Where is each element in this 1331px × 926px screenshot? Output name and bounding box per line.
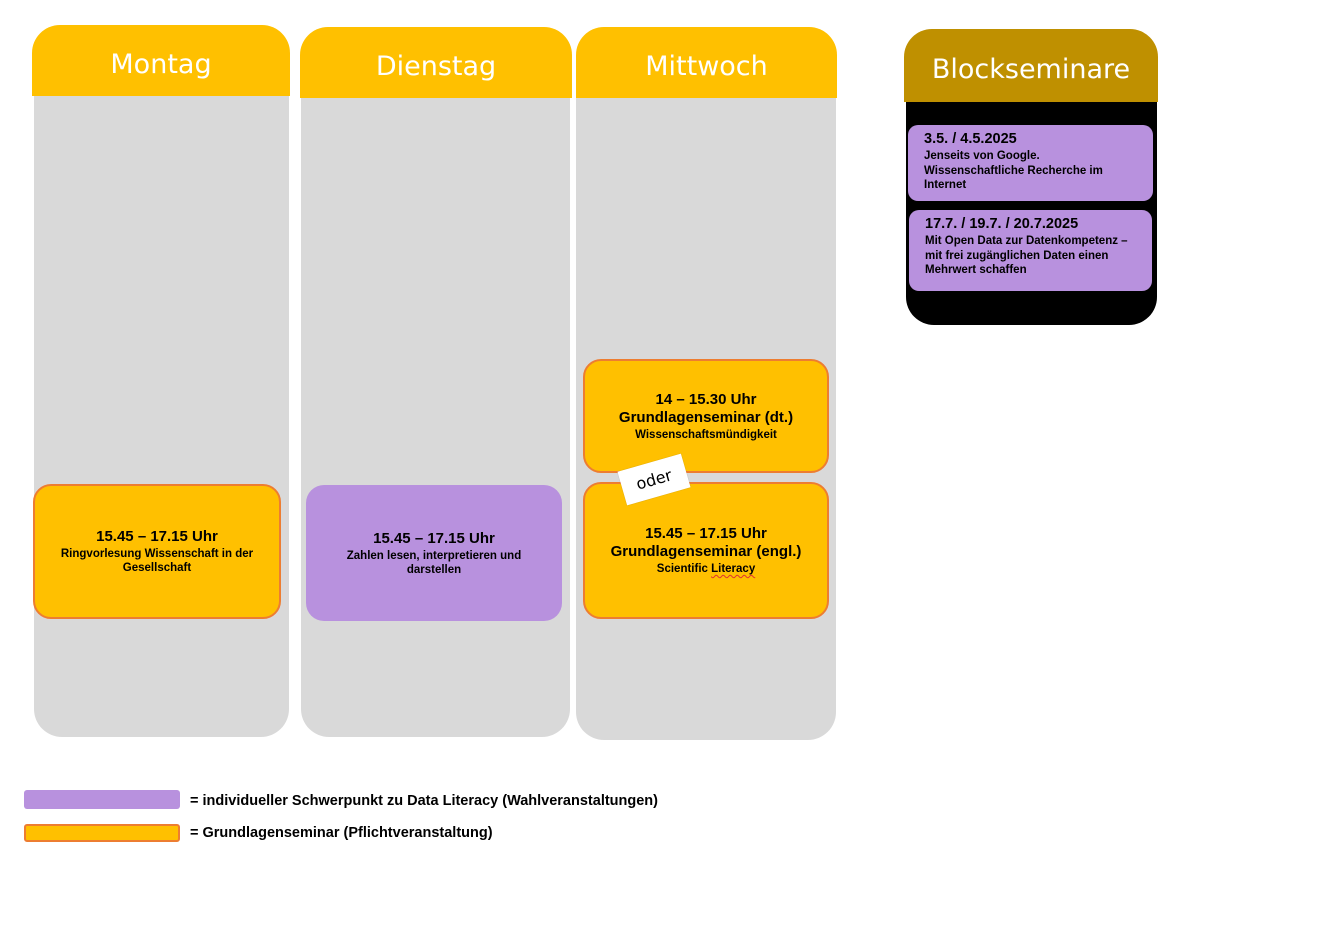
block-seminar-date: 3.5. / 4.5.2025	[924, 131, 1017, 147]
block-seminar-date: 17.7. / 19.7. / 20.7.2025	[925, 216, 1079, 232]
monday-label: Montag	[110, 49, 212, 80]
event-wednesday-grundlagen-dt[interactable]: 14 – 15.30 Uhr Grundlagenseminar (dt.) W…	[583, 359, 829, 473]
block-seminar-card-1[interactable]: 3.5. / 4.5.2025 Jenseits von Google. Wis…	[908, 125, 1153, 201]
event-subtitle-b: Literacy	[711, 563, 756, 575]
tuesday-column	[301, 60, 570, 737]
event-subtitle: Wissenschaftsmündigkeit	[635, 428, 777, 441]
legend-text-purple: = individueller Schwerpunkt zu Data Lite…	[190, 793, 658, 809]
tuesday-label: Dienstag	[375, 51, 497, 82]
event-time: 14 – 15.30 Uhr	[655, 390, 757, 408]
legend-text-yellow: = Grundlagenseminar (Pflichtveranstaltun…	[190, 825, 493, 841]
block-seminar-title: Jenseits von Google. Wissenschaftliche R…	[924, 150, 1103, 191]
wednesday-header: Mittwoch	[576, 27, 837, 98]
tuesday-header: Dienstag	[300, 27, 572, 98]
block-seminars-header: Blockseminare	[904, 29, 1158, 102]
event-time: 15.45 – 17.15 Uhr	[645, 525, 767, 542]
monday-header: Montag	[32, 25, 290, 96]
event-title: Grundlagenseminar (engl.)	[610, 543, 802, 560]
event-title: Zahlen lesen, interpretieren und darstel…	[346, 549, 522, 576]
block-seminars-label: Blockseminare	[931, 54, 1131, 85]
event-subtitle-a: Scientific	[656, 563, 712, 575]
or-label-text: oder	[633, 465, 675, 494]
event-wednesday-grundlagen-engl[interactable]: 15.45 – 17.15 Uhr Grundlagenseminar (eng…	[583, 482, 829, 619]
event-time: 15.45 – 17.15 Uhr	[96, 528, 218, 545]
wednesday-label: Mittwoch	[645, 51, 768, 82]
block-seminar-card-2[interactable]: 17.7. / 19.7. / 20.7.2025 Mit Open Data …	[909, 210, 1152, 291]
legend-swatch-yellow	[24, 824, 180, 842]
block-seminar-title: Mit Open Data zur Datenkompetenz – mit f…	[925, 235, 1128, 276]
event-monday-ringvorlesung[interactable]: 15.45 – 17.15 Uhr Ringvorlesung Wissensc…	[33, 484, 281, 619]
event-tuesday-zahlen[interactable]: 15.45 – 17.15 Uhr Zahlen lesen, interpre…	[306, 485, 562, 621]
legend-swatch-purple	[24, 790, 180, 809]
event-title: Grundlagenseminar (dt.)	[618, 408, 794, 426]
monday-column	[34, 60, 289, 737]
event-title: Ringvorlesung Wissenschaft in der Gesell…	[60, 548, 254, 574]
event-subtitle: Scientific Literacy	[649, 562, 763, 576]
event-time: 15.45 – 17.15 Uhr	[373, 529, 495, 547]
